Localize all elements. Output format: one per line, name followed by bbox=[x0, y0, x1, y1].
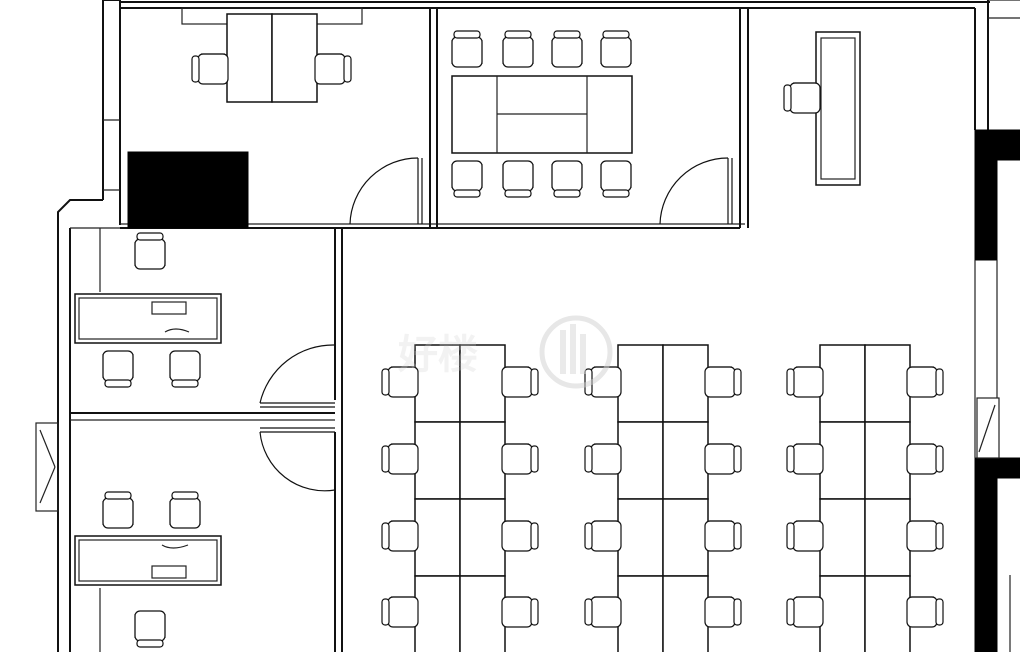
chair bbox=[906, 520, 944, 552]
chair bbox=[451, 30, 483, 68]
workstation-desk bbox=[864, 421, 911, 500]
chair bbox=[551, 160, 583, 198]
meeting-room bbox=[451, 75, 633, 154]
workstation-desk bbox=[819, 575, 866, 652]
chair bbox=[600, 30, 632, 68]
chair bbox=[501, 520, 539, 552]
workstation-desk bbox=[819, 344, 866, 423]
workstation-desk bbox=[864, 498, 911, 577]
chair bbox=[102, 350, 134, 388]
workstation-desk bbox=[864, 344, 911, 423]
workstation-desk bbox=[864, 575, 911, 652]
workstation-desk bbox=[819, 498, 866, 577]
right-columns bbox=[974, 129, 1020, 652]
chair bbox=[501, 596, 539, 628]
chair bbox=[584, 443, 622, 475]
workstation-desk bbox=[414, 421, 461, 500]
workstation-desk bbox=[414, 575, 461, 652]
chair bbox=[451, 160, 483, 198]
workstation-desk bbox=[662, 344, 709, 423]
chair bbox=[704, 443, 742, 475]
chair bbox=[786, 596, 824, 628]
left-offices bbox=[74, 293, 222, 586]
watermark-text: 好楼 bbox=[397, 332, 478, 378]
workstation-desk bbox=[617, 344, 664, 423]
chair bbox=[501, 443, 539, 475]
chair bbox=[381, 520, 419, 552]
workstation-desk bbox=[617, 575, 664, 652]
workstation-desk bbox=[617, 421, 664, 500]
chair bbox=[906, 366, 944, 398]
workstation-desk bbox=[459, 421, 506, 500]
chair bbox=[502, 160, 534, 198]
office-top-left bbox=[127, 7, 363, 229]
chair bbox=[584, 520, 622, 552]
workstation-desk bbox=[414, 344, 461, 423]
chair bbox=[786, 520, 824, 552]
chair bbox=[704, 596, 742, 628]
chair bbox=[502, 30, 534, 68]
chairs bbox=[102, 30, 944, 648]
chair bbox=[906, 596, 944, 628]
chair bbox=[704, 366, 742, 398]
chair bbox=[783, 82, 821, 114]
workstation-desk bbox=[459, 344, 506, 423]
workstation-desk bbox=[662, 498, 709, 577]
office-top-right bbox=[815, 31, 861, 186]
chair bbox=[906, 443, 944, 475]
workstation-desk bbox=[819, 421, 866, 500]
left-window bbox=[35, 422, 59, 512]
workstation-desk bbox=[662, 575, 709, 652]
chair bbox=[381, 366, 419, 398]
chair bbox=[584, 596, 622, 628]
chair bbox=[704, 520, 742, 552]
chair bbox=[102, 491, 134, 529]
chair bbox=[381, 443, 419, 475]
doors bbox=[259, 157, 733, 492]
chair bbox=[134, 232, 166, 270]
workstation-desk bbox=[414, 498, 461, 577]
chair bbox=[134, 610, 166, 648]
chair bbox=[169, 491, 201, 529]
workstation-desk bbox=[662, 421, 709, 500]
chair bbox=[501, 366, 539, 398]
chair bbox=[169, 350, 201, 388]
workstation-desk bbox=[459, 498, 506, 577]
chair bbox=[314, 53, 352, 85]
chair bbox=[786, 366, 824, 398]
chair bbox=[381, 596, 419, 628]
workstation-desk bbox=[459, 575, 506, 652]
workstation-desk bbox=[617, 498, 664, 577]
watermark-logo: 好楼 bbox=[397, 315, 613, 389]
chair bbox=[786, 443, 824, 475]
open-workspace-desks bbox=[414, 344, 911, 652]
chair bbox=[600, 160, 632, 198]
chair bbox=[551, 30, 583, 68]
chair bbox=[191, 53, 229, 85]
